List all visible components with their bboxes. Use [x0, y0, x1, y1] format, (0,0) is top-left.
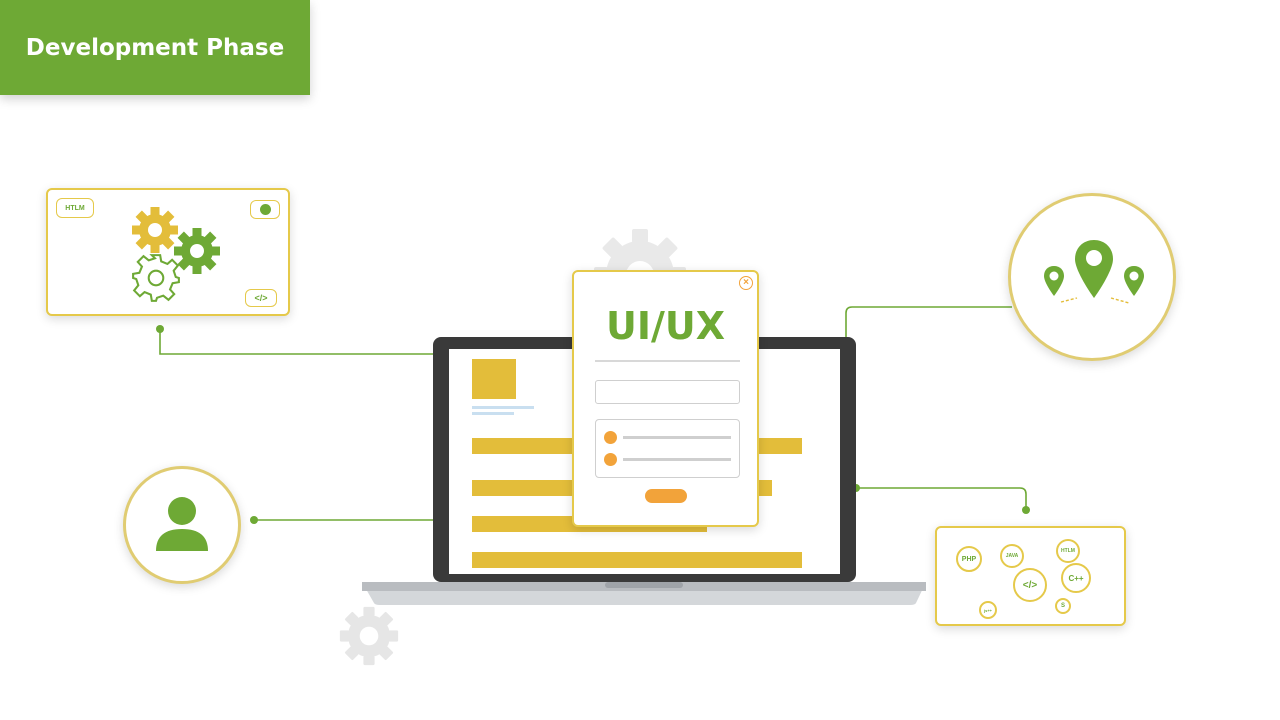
- submit-button[interactable]: [645, 489, 687, 503]
- image-icon: [250, 200, 280, 219]
- language-badge: JAVA: [1000, 544, 1024, 568]
- title-banner: Development Phase: [0, 0, 310, 95]
- divider: [595, 360, 740, 362]
- background-gear-icon: [338, 605, 400, 667]
- radio-option[interactable]: [604, 431, 617, 444]
- gear-icon: [172, 226, 222, 276]
- user-icon: [156, 497, 208, 551]
- language-badge: js++: [979, 601, 997, 619]
- close-icon[interactable]: ×: [739, 276, 753, 290]
- radio-option[interactable]: [604, 453, 617, 466]
- languages-card: PHP JAVA HTLM </> C++ S js++: [935, 526, 1126, 626]
- popup-title: UI/UX: [605, 304, 726, 348]
- gear-outline-icon: [132, 254, 180, 302]
- options-box: [595, 419, 740, 478]
- language-badge: C++: [1061, 563, 1091, 593]
- text-input[interactable]: [595, 380, 740, 404]
- language-badge: </>: [1013, 568, 1047, 602]
- user-circle: [123, 466, 241, 584]
- language-badge: HTLM: [1056, 539, 1080, 563]
- html-tag: HTLM: [56, 198, 94, 218]
- language-badge: S: [1055, 598, 1071, 614]
- option-line: [623, 458, 731, 461]
- option-line: [623, 436, 731, 439]
- gear-icon: [130, 205, 180, 255]
- language-badge: PHP: [956, 546, 982, 572]
- page-title: Development Phase: [25, 34, 285, 61]
- location-circle: [1008, 193, 1176, 361]
- code-settings-card: HTLM </>: [46, 188, 290, 316]
- location-pin-icon: [1044, 240, 1144, 304]
- uiux-popup: × UI/UX: [572, 270, 759, 527]
- code-tag: </>: [245, 289, 277, 307]
